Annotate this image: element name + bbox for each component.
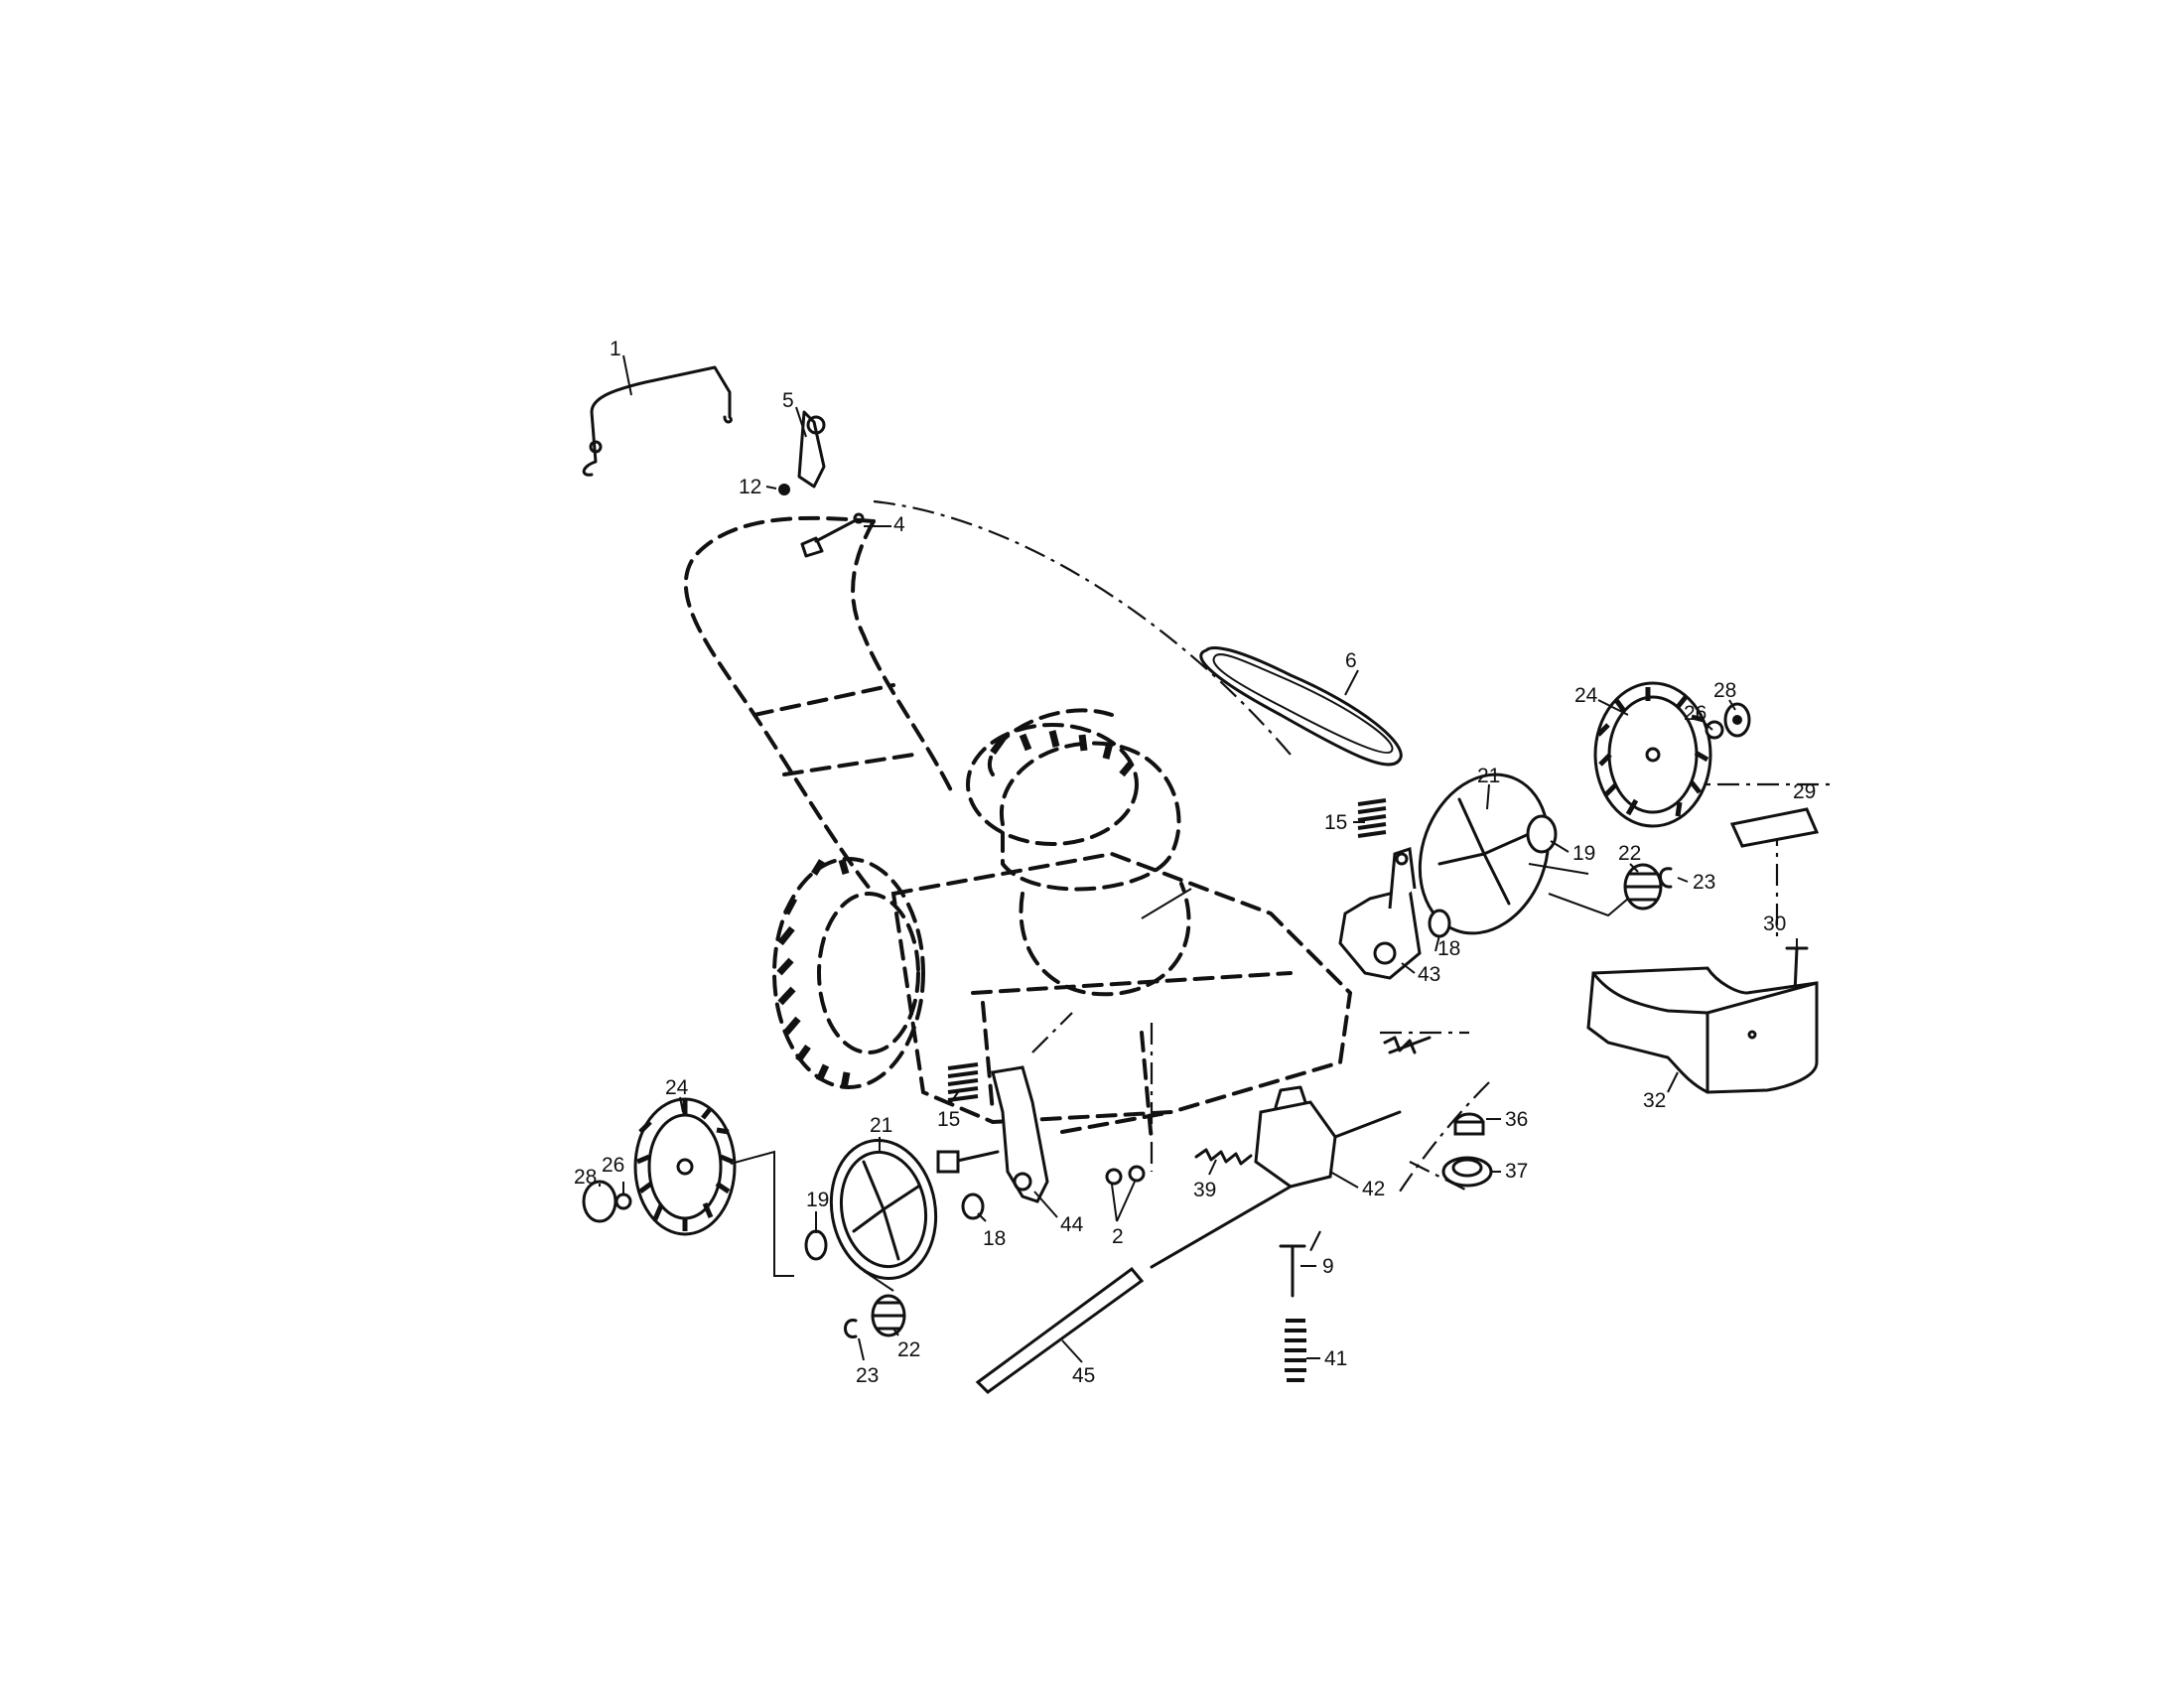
part-15-spring-lower <box>947 1062 979 1102</box>
part-29-label <box>1729 807 1820 848</box>
callout-23-lower: 23 <box>856 1364 879 1387</box>
part-24-wheel-lower <box>633 1097 737 1236</box>
callout-45: 45 <box>1072 1364 1095 1387</box>
part-5-bracket <box>797 410 826 489</box>
callout-2: 2 <box>1112 1225 1124 1248</box>
part-18-bearing-lower <box>961 1193 985 1220</box>
part-1-bail <box>582 365 733 477</box>
callout-labels: 1 5 12 4 6 15 21 24 26 28 29 19 22 23 18… <box>574 338 1816 1387</box>
callout-15-lower: 15 <box>937 1108 960 1131</box>
callout-26-upper: 26 <box>1684 702 1706 725</box>
part-18-bearing-upper <box>1428 909 1451 938</box>
callout-30: 30 <box>1763 912 1786 935</box>
callout-28-lower: 28 <box>574 1166 597 1189</box>
callout-22-lower: 22 <box>897 1338 920 1361</box>
callout-23-upper: 23 <box>1693 871 1715 894</box>
part-22-gear-lower <box>871 1294 906 1337</box>
part-22-gear-upper <box>1623 863 1663 911</box>
part-37-pulley <box>1441 1156 1493 1188</box>
callout-19-upper: 19 <box>1572 842 1595 865</box>
part-19-washer-lower <box>804 1229 828 1261</box>
callout-18-upper: 18 <box>1437 937 1460 960</box>
part-36-nut <box>1453 1112 1485 1136</box>
part-24-wheel-upper <box>1593 681 1712 828</box>
part-42-transmission <box>1254 1036 1432 1189</box>
callout-29: 29 <box>1793 780 1816 803</box>
part-41-spring <box>1285 1319 1306 1382</box>
part-39-spring <box>1194 1148 1253 1166</box>
callout-42: 42 <box>1362 1178 1385 1200</box>
part-2-nuts <box>1105 1165 1146 1186</box>
part-9-pin <box>1279 1244 1306 1298</box>
callout-24-upper: 24 <box>1574 684 1598 707</box>
part-45-axle <box>975 1185 1293 1394</box>
part-21-cover-lower <box>829 1138 938 1281</box>
callout-19-lower: 19 <box>806 1189 829 1211</box>
part-6-belt <box>1199 646 1403 767</box>
callout-21-upper: 21 <box>1477 765 1500 787</box>
callout-28-upper: 28 <box>1713 679 1736 702</box>
callout-44: 44 <box>1060 1213 1084 1236</box>
callout-37: 37 <box>1505 1160 1528 1183</box>
callout-41: 41 <box>1324 1347 1347 1370</box>
callout-39: 39 <box>1193 1179 1216 1201</box>
part-28-cap-upper <box>1723 702 1751 738</box>
assembly-lines <box>873 499 1837 1252</box>
callout-6: 6 <box>1345 649 1357 672</box>
callout-15-upper: 15 <box>1324 811 1347 834</box>
callout-21-lower: 21 <box>870 1114 892 1137</box>
callout-18-lower: 18 <box>983 1227 1006 1250</box>
callout-32: 32 <box>1643 1089 1666 1112</box>
callout-22-upper: 22 <box>1618 842 1641 865</box>
callout-36: 36 <box>1505 1108 1528 1131</box>
part-44-bracket <box>936 1065 1049 1203</box>
callout-24-lower: 24 <box>665 1076 689 1099</box>
part-26-nut-lower <box>614 1193 632 1210</box>
part-26-nut-upper <box>1705 720 1724 740</box>
part-32-rear-shield <box>1586 966 1819 1094</box>
part-12-nut <box>778 484 790 495</box>
callout-43: 43 <box>1418 963 1440 986</box>
part-15-spring-upper <box>1357 798 1387 838</box>
callout-9: 9 <box>1322 1255 1334 1278</box>
part-4-bolt <box>800 512 865 558</box>
leader-lines <box>599 354 1798 1363</box>
callout-1: 1 <box>610 338 621 360</box>
part-43-adjuster <box>1338 846 1422 980</box>
mower-outline <box>683 515 1353 1144</box>
part-23-clip-lower <box>844 1319 858 1338</box>
part-21-cover-upper <box>1418 772 1551 935</box>
callout-5: 5 <box>782 389 794 412</box>
callout-26-lower: 26 <box>602 1154 624 1177</box>
callout-4: 4 <box>893 513 905 536</box>
callout-12: 12 <box>739 476 761 498</box>
part-23-clip-upper <box>1659 867 1673 889</box>
part-19-washer-upper <box>1526 814 1558 854</box>
